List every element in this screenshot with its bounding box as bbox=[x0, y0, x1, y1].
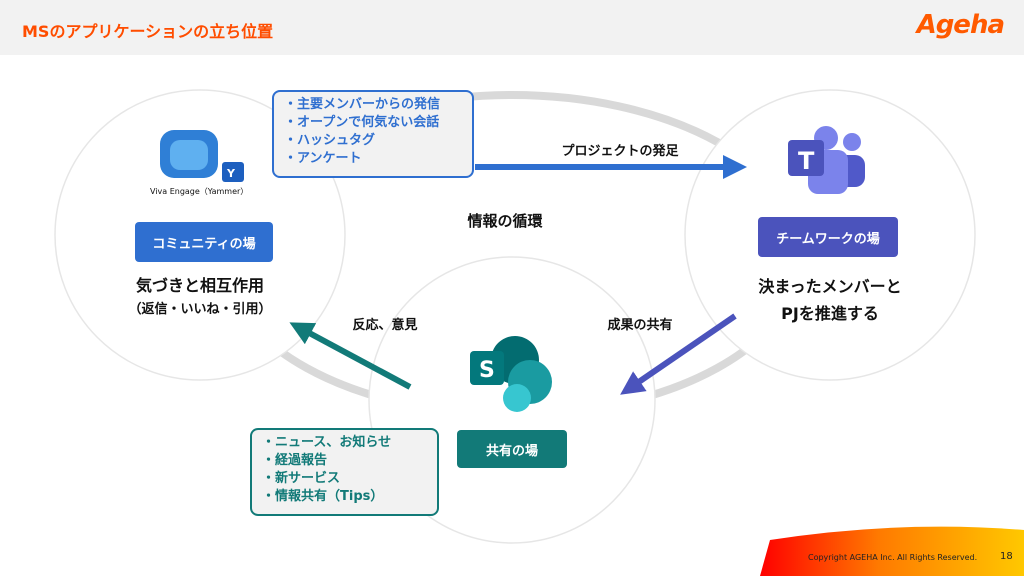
community-description: 気づきと相互作用 bbox=[135, 276, 264, 295]
viva-engage-icon: Y bbox=[160, 130, 244, 182]
results-arrow bbox=[620, 313, 737, 395]
community-subtext: （返信・いいね・引用） bbox=[128, 302, 272, 317]
callout-item: ハッシュタグ bbox=[284, 132, 462, 150]
copyright: Copyright AGEHA Inc. All Rights Reserved… bbox=[808, 553, 978, 562]
teamwork-tag: チームワークの場 bbox=[758, 217, 898, 257]
ageha-logo: Ageha bbox=[916, 10, 1005, 40]
callout-item: 主要メンバーからの発信 bbox=[284, 96, 462, 114]
viva-engage-label: Viva Engage（Yammer） bbox=[150, 187, 249, 196]
teamwork-description-2: PJを推進する bbox=[781, 304, 879, 323]
callout-sharepoint: ニュース、お知らせ 経過報告 新サービス 情報共有（Tips） bbox=[250, 428, 439, 516]
page-number: 18 bbox=[1000, 551, 1013, 562]
header: MSのアプリケーションの立ち位置 Ageha bbox=[0, 0, 1024, 55]
callout-item: 経過報告 bbox=[262, 452, 427, 470]
teamwork-description-1: 決まったメンバーと bbox=[758, 277, 902, 296]
sharepoint-icon: S bbox=[470, 336, 552, 412]
callout-item: 新サービス bbox=[262, 470, 427, 488]
svg-text:T: T bbox=[798, 147, 815, 175]
share-tag: 共有の場 bbox=[457, 430, 567, 468]
footer-decoration bbox=[760, 526, 1024, 576]
community-tag: コミュニティの場 bbox=[135, 222, 273, 262]
page-title: MSのアプリケーションの立ち位置 bbox=[22, 22, 274, 41]
callout-item: 情報共有（Tips） bbox=[262, 488, 427, 506]
reaction-label: 反応、意見 bbox=[352, 318, 418, 333]
teams-icon: T bbox=[788, 126, 865, 194]
svg-text:S: S bbox=[479, 358, 495, 383]
cycle-label: 情報の循環 bbox=[467, 212, 543, 230]
callout-engage: 主要メンバーからの発信 オープンで何気ない会話 ハッシュタグ アンケート bbox=[272, 90, 474, 178]
results-label: 成果の共有 bbox=[607, 318, 673, 333]
callout-item: オープンで何気ない会話 bbox=[284, 114, 462, 132]
reaction-arrow bbox=[289, 322, 412, 390]
svg-text:Y: Y bbox=[226, 167, 236, 180]
project-label: プロジェクトの発足 bbox=[561, 144, 679, 159]
callout-item: アンケート bbox=[284, 150, 462, 168]
callout-item: ニュース、お知らせ bbox=[262, 434, 427, 452]
